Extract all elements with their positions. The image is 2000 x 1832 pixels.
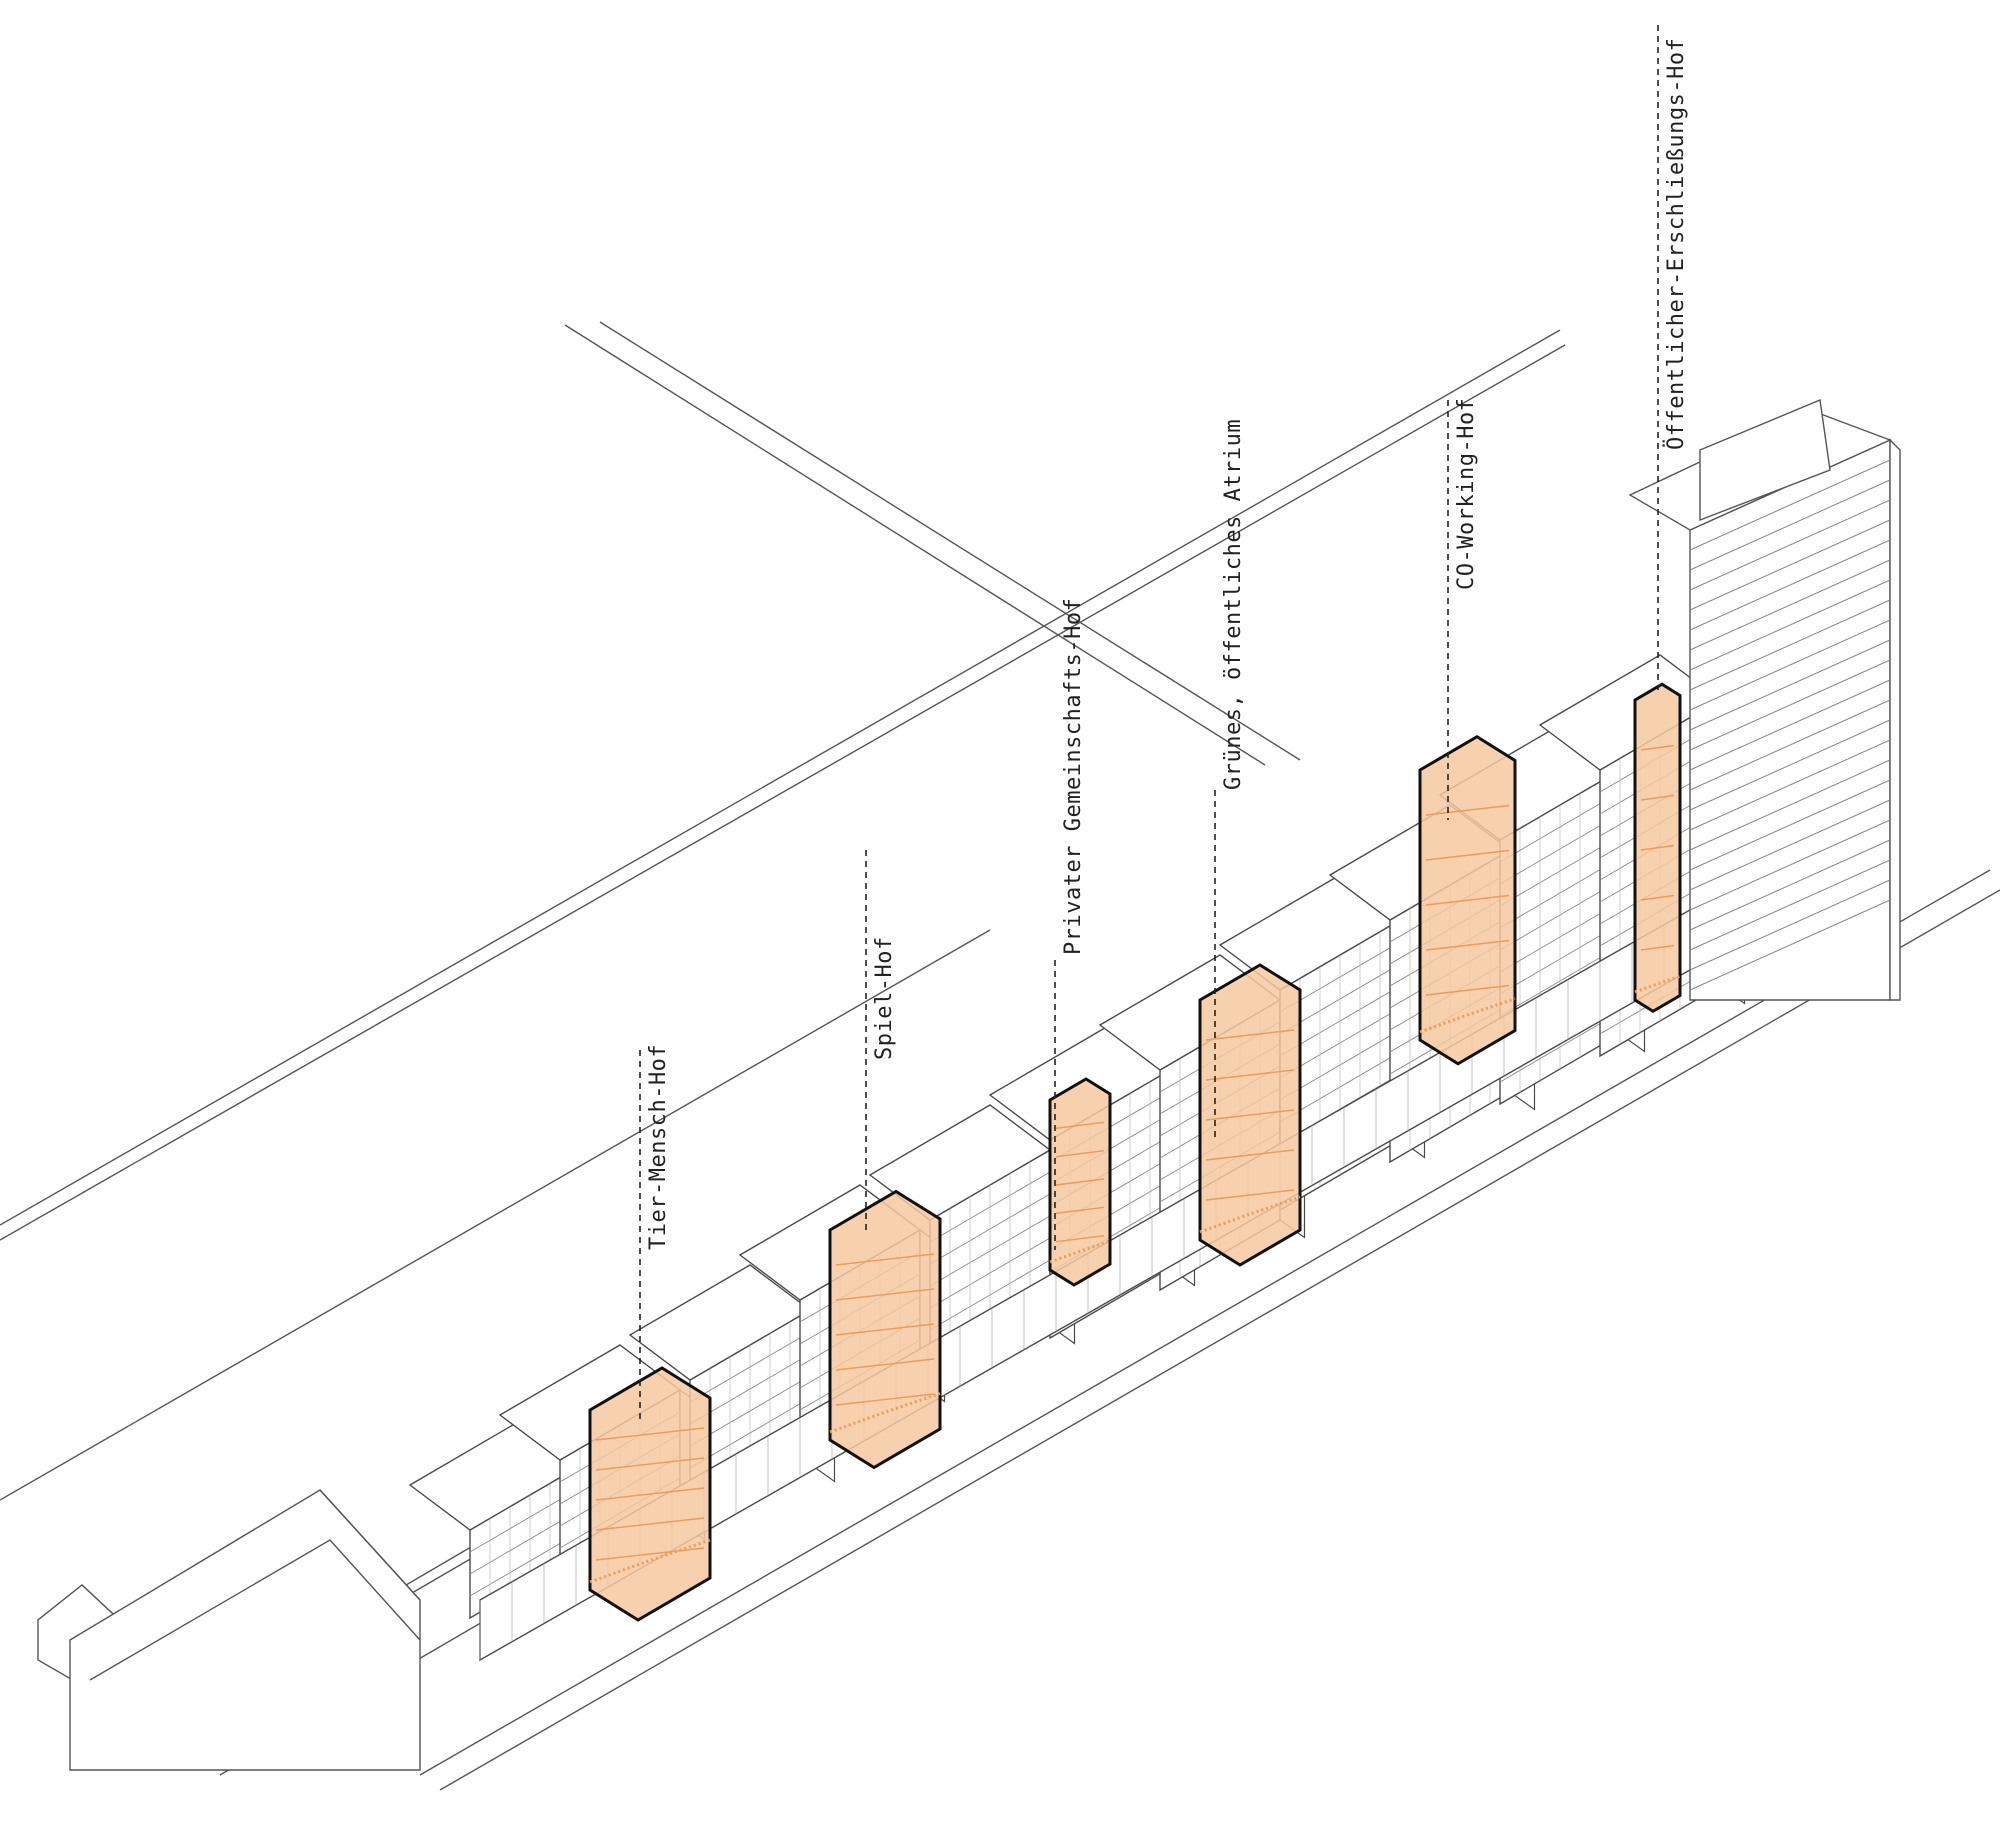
label-privater-gemeinschafts-hof: Privater Gemeinschafts-Hof (1061, 598, 1086, 955)
courtyard-level-line (835, 1288, 935, 1301)
courtyard-level-line (595, 1517, 705, 1531)
courtyard-level-line (835, 1393, 935, 1406)
courtyard-level-line (595, 1427, 705, 1441)
tower-floor-line (1689, 739, 1891, 831)
courtyard-level-line (1640, 744, 1675, 751)
label-oeffentlicher-erschliessungs-hof: Öffentlicher-Erschließungs-Hof (1663, 38, 1689, 450)
courtyards (588, 682, 1682, 1622)
courtyard-labels: Tier-Mensch-Hof Spiel-Hof Privater Gemei… (639, 25, 1689, 1420)
sidewalk-2 (439, 889, 2000, 1791)
courtyard-level-line (1425, 984, 1510, 996)
tower-floor-line (1689, 839, 1891, 931)
courtyard-level-line (835, 1323, 935, 1336)
tower-side (1889, 438, 1901, 1001)
courtyard-level-line (1055, 1149, 1105, 1158)
tower-floor-line (1689, 859, 1891, 951)
tower-floor-line (1689, 599, 1891, 691)
tower-floor-line (1689, 559, 1891, 651)
street-line-2 (0, 344, 1566, 1241)
courtyard-level-line (1425, 849, 1510, 861)
courtyard-level-line (1055, 1178, 1105, 1186)
tower-floor-line (1689, 499, 1891, 591)
tower-floor-line (1689, 879, 1891, 971)
courtyard-level-line (1640, 894, 1675, 901)
tower-floor-line (1689, 619, 1891, 711)
tower-floor-line (1689, 539, 1891, 631)
courtyard-planting (1049, 1239, 1111, 1264)
tower-floor-line (1689, 679, 1891, 771)
tower-floor-line (1689, 759, 1891, 851)
label-tier-mensch-hof: Tier-Mensch-Hof (646, 1044, 671, 1250)
tower-top (1699, 399, 1831, 522)
label-co-working-hof: CO-Working-Hof (1454, 398, 1479, 590)
tower-floor-line (1689, 819, 1891, 911)
courtyard-level-line (595, 1457, 705, 1471)
courtyard-level-line (1205, 1029, 1295, 1041)
tower-floor-line (1689, 639, 1891, 731)
courtyard-level-line (835, 1253, 935, 1266)
courtyard-level-line (1425, 939, 1510, 951)
tower-floor-line (1689, 519, 1891, 611)
courtyard-level-line (1055, 1121, 1105, 1130)
courtyard-level-line (595, 1487, 705, 1501)
street-line-3 (0, 929, 991, 1501)
courtyard-level-line (1205, 1069, 1295, 1081)
courtyard-level-line (1425, 894, 1510, 906)
courtyard-planting (589, 1538, 711, 1584)
cross-street-2 (599, 321, 1301, 761)
tower-floor-lines (1689, 459, 1891, 991)
tower-floor-line (1689, 699, 1891, 791)
courtyard-level-line (1205, 1149, 1295, 1161)
label-spiel-hof: Spiel-Hof (872, 936, 897, 1060)
long-shed-side (89, 1539, 421, 1681)
cross-street-1 (564, 324, 1266, 766)
courtyard-level-line (1205, 1109, 1295, 1121)
street-line-1 (0, 329, 1561, 1226)
courtyard-level-line (1055, 1234, 1105, 1243)
ground-lines (0, 321, 2000, 1791)
tower-floor-line (1689, 579, 1891, 671)
sidewalk-1 (419, 869, 1991, 1776)
courtyard-level-line (595, 1547, 705, 1561)
tower-floor-line (1689, 799, 1891, 891)
courtyard-1 (588, 1366, 712, 1622)
tower-floor-line (1689, 719, 1891, 811)
courtyard-level-line (1640, 944, 1675, 951)
courtyard-3 (1048, 1077, 1112, 1287)
courtyard-level-line (1640, 844, 1675, 851)
tower-floor-line (1689, 459, 1891, 551)
tower-floor-line (1689, 479, 1891, 571)
long-shed-roof (319, 1489, 421, 1601)
courtyard-level-line (1640, 794, 1675, 801)
courtyard-level-line (1425, 804, 1510, 816)
tower-floor-line (1689, 659, 1891, 751)
courtyard-level-line (1205, 1189, 1295, 1201)
neighbouring-buildings (37, 1489, 421, 1771)
courtyard-planting (1419, 997, 1516, 1034)
tower-floor-line (1689, 779, 1891, 871)
courtyard-6 (1633, 682, 1682, 1014)
courtyard-level-line (835, 1358, 935, 1371)
tower-floor-line (1689, 899, 1891, 991)
courtyard-4 (1198, 963, 1302, 1267)
tower-block (1628, 399, 1901, 1001)
courtyard-level-line (1055, 1206, 1105, 1215)
label-gruenes-oeffentliches-atrium: Grünes, öffentliches Atrium (1221, 419, 1246, 790)
courtyard-5 (1418, 734, 1517, 1066)
courtyard-2 (828, 1189, 942, 1470)
